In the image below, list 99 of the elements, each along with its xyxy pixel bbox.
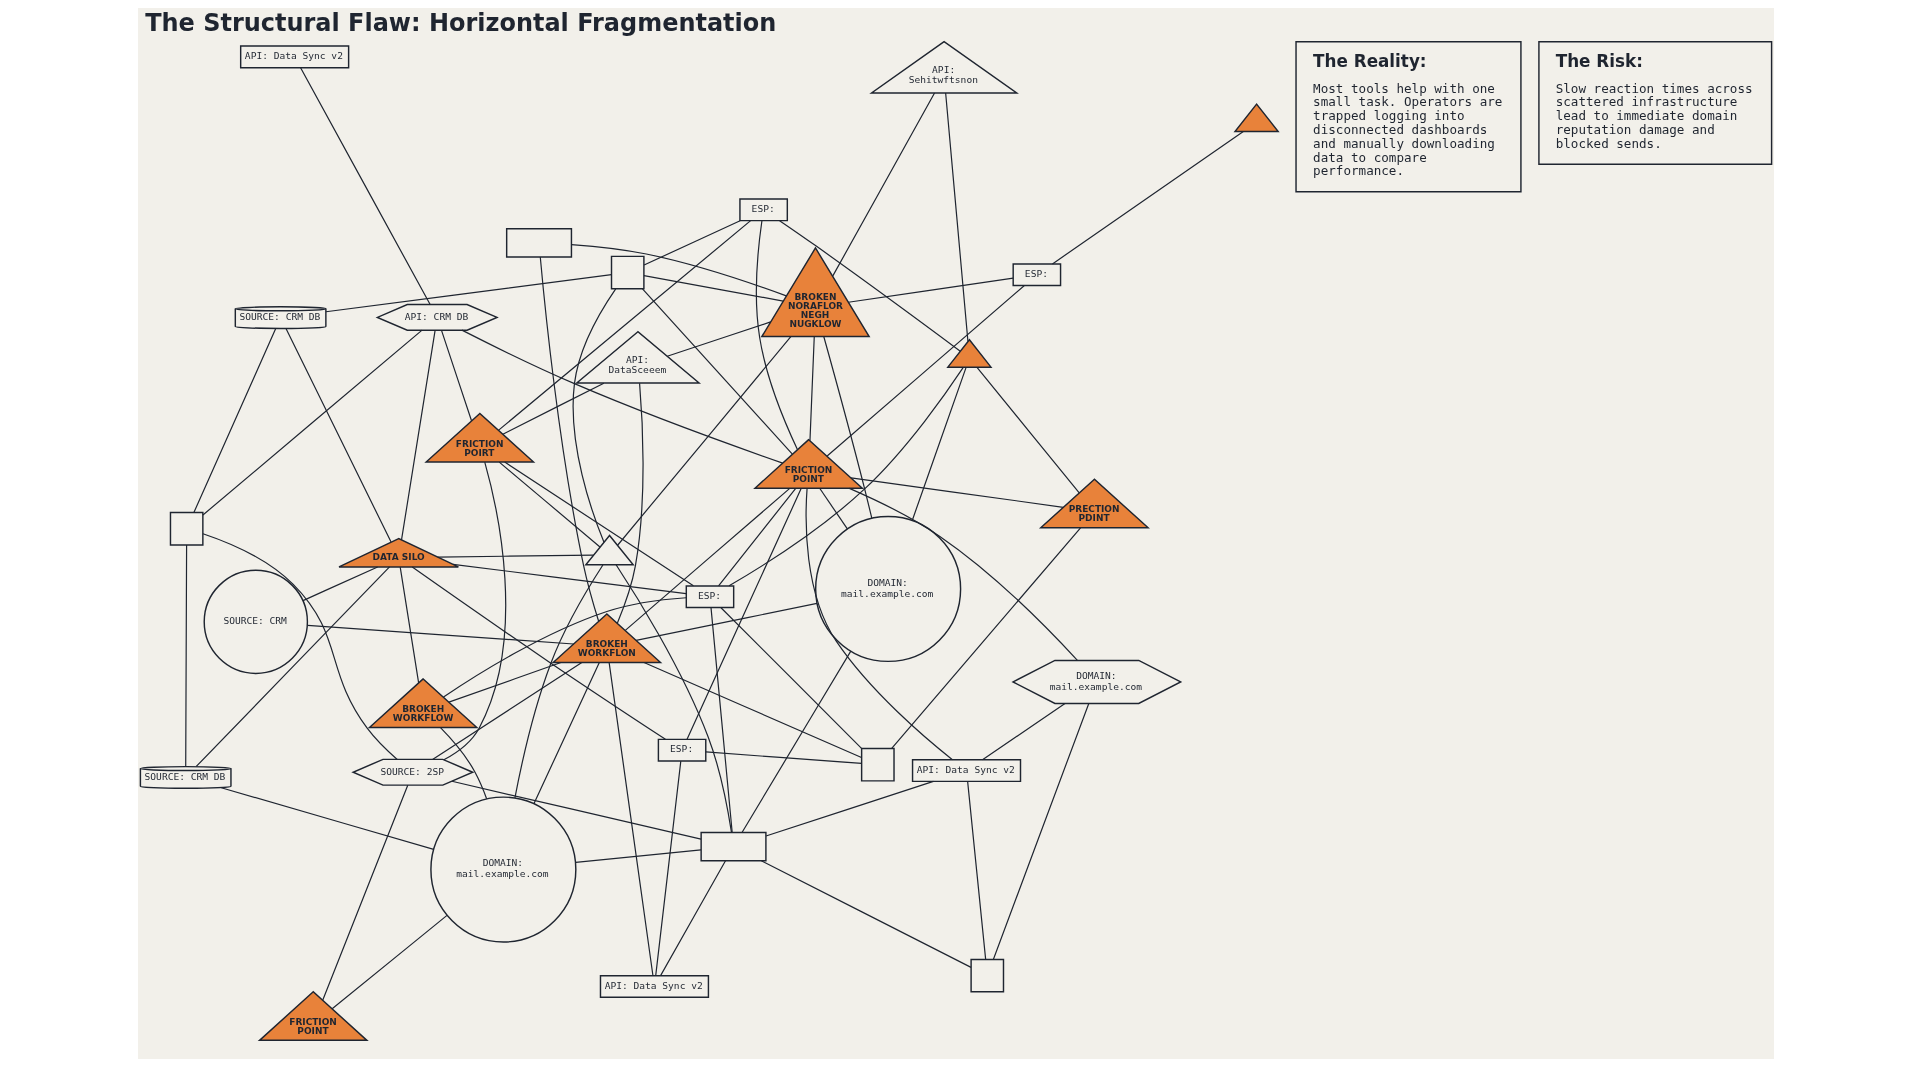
node-circle: DOMAIN: mail.example.com: [814, 515, 962, 663]
connector: [847, 277, 1014, 303]
node-box: ESP:: [739, 198, 789, 222]
connector: [461, 329, 784, 464]
node-box: API: Data Sync v2: [239, 45, 350, 69]
connector: [452, 563, 687, 595]
connector: [660, 860, 727, 977]
connector: [451, 780, 702, 840]
connector: [442, 597, 687, 698]
connector: [643, 220, 741, 266]
connector: [399, 566, 420, 684]
connector: [195, 566, 391, 768]
connector: [575, 849, 702, 863]
node-box: [700, 831, 767, 862]
connector: [302, 566, 379, 602]
connector: [502, 382, 605, 435]
connector: [1051, 130, 1244, 265]
connector: [710, 607, 733, 834]
connector: [760, 860, 972, 968]
node-box: ESP:: [685, 585, 735, 609]
connector: [705, 751, 863, 765]
connector: [448, 661, 562, 703]
node-box: The Reality: Most tools help with one small task. Operators are trapped logging into disconnected dashboards and manually downloading data to compare performance.: [1295, 41, 1522, 193]
connector: [823, 336, 873, 519]
connector: [805, 487, 953, 761]
connector: [891, 527, 1082, 750]
node-box: [860, 747, 895, 782]
connector: [608, 662, 654, 977]
connector: [720, 607, 863, 749]
connector: [615, 564, 733, 834]
connector: [848, 487, 1078, 661]
connector: [655, 760, 682, 977]
node-box: [169, 511, 204, 546]
connector: [809, 336, 815, 442]
connector: [504, 461, 695, 587]
node-triangle: [1233, 102, 1280, 133]
node-box: API: Data Sync v2: [911, 759, 1022, 783]
connector: [741, 650, 852, 834]
connector: [911, 366, 967, 522]
connector: [976, 366, 1080, 494]
connector: [300, 67, 431, 306]
connector: [411, 566, 667, 740]
connector: [850, 477, 1064, 508]
node-box: The Risk: Slow reaction times across scattered infrastructure lead to immediate domain reputation damage and blocked sends.: [1538, 41, 1773, 165]
connector: [717, 487, 797, 587]
connector: [643, 661, 863, 759]
connector: [616, 382, 644, 624]
connector: [992, 702, 1090, 960]
node-box: [505, 228, 573, 258]
connector: [307, 624, 575, 645]
node-circle: DOMAIN: mail.example.com: [430, 796, 577, 943]
connector: [431, 661, 583, 761]
connector: [202, 533, 398, 761]
node-triangle: [946, 338, 993, 368]
connector: [443, 461, 507, 761]
node-box: ESP:: [657, 738, 707, 762]
connector: [539, 256, 600, 622]
node-box: [970, 958, 1005, 993]
connector: [728, 366, 965, 587]
node-triangle: [584, 534, 635, 566]
connector: [325, 274, 613, 313]
connector: [193, 327, 277, 514]
connector: [570, 243, 787, 297]
node-box: [610, 255, 645, 290]
connector: [686, 487, 802, 740]
diagram-title: The Structural Flaw: Horizontal Fragmentation: [145, 9, 777, 38]
connector: [624, 487, 791, 631]
node-box: API: Data Sync v2: [599, 974, 710, 998]
connector: [765, 780, 934, 837]
connector: [945, 92, 969, 342]
connector: [185, 544, 188, 767]
connector: [779, 220, 961, 352]
connector: [322, 784, 409, 1001]
connector: [400, 329, 436, 541]
node-box: ESP:: [1012, 263, 1062, 287]
connector: [440, 329, 473, 422]
connector: [220, 787, 435, 850]
connector: [331, 914, 448, 1010]
connector: [498, 220, 752, 431]
connector: [819, 487, 848, 530]
connector: [643, 274, 784, 302]
connector: [202, 329, 423, 516]
connector: [533, 661, 600, 805]
connector: [437, 554, 595, 558]
connector: [617, 336, 792, 546]
connector: [572, 288, 617, 543]
connector: [826, 285, 1025, 457]
connector: [641, 288, 793, 455]
node-circle: SOURCE: CRM: [203, 569, 309, 675]
connector: [967, 781, 987, 960]
connector: [498, 461, 601, 548]
connector: [832, 92, 936, 277]
connector: [439, 727, 488, 800]
connector: [285, 327, 392, 543]
connector: [981, 703, 1066, 761]
connector: [755, 220, 799, 451]
connector: [666, 321, 772, 357]
connector: [635, 602, 818, 641]
connector: [514, 564, 604, 799]
